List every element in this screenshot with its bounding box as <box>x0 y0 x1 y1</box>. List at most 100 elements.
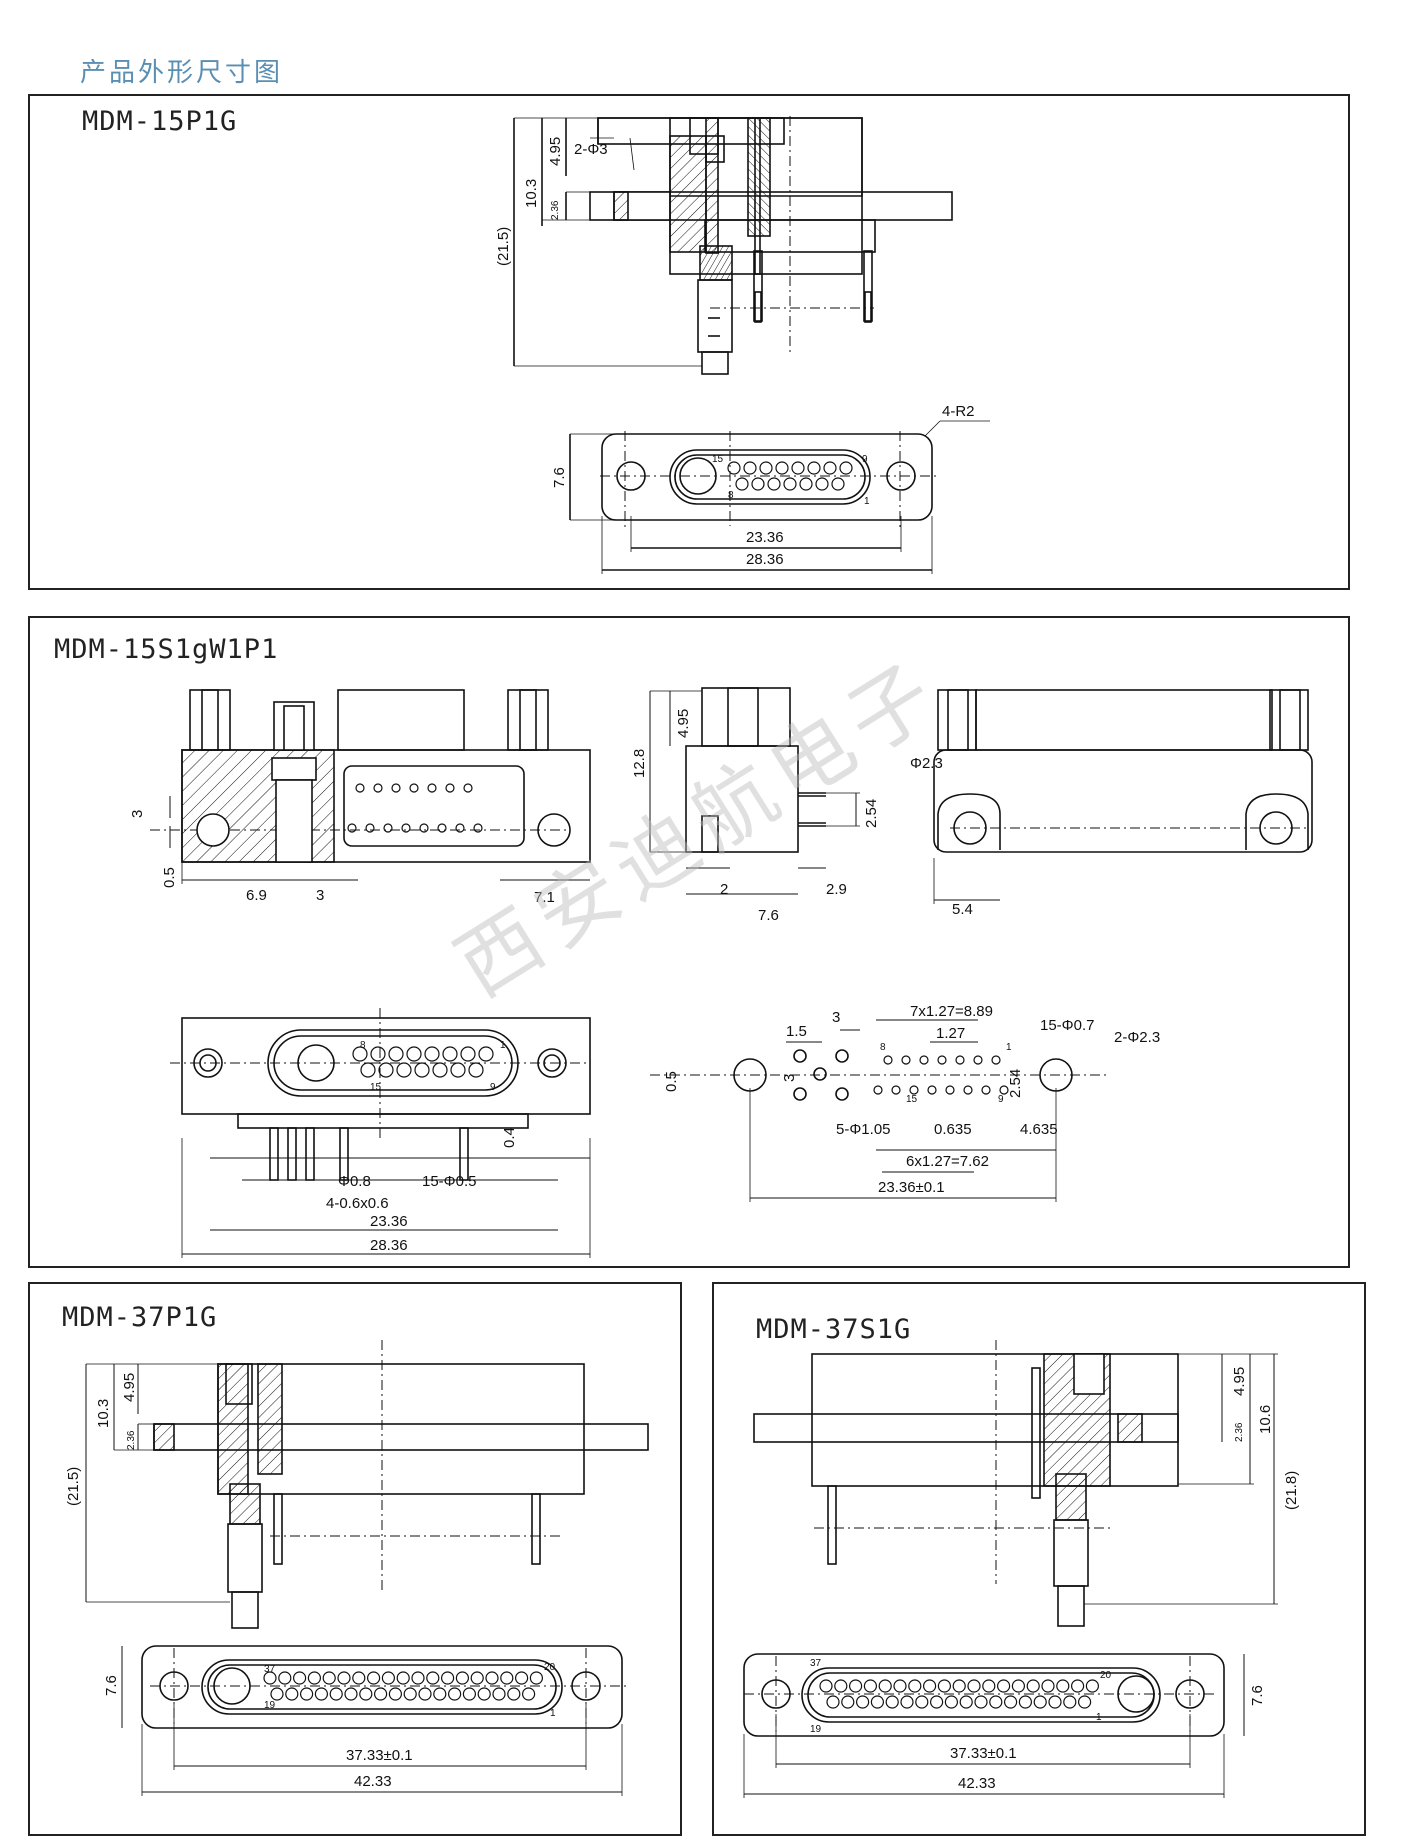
pin <box>900 1695 914 1709</box>
pin <box>507 1687 521 1701</box>
pin <box>409 783 419 793</box>
pin-label-1: 1 <box>1096 1712 1102 1723</box>
pin <box>955 1055 965 1065</box>
pin-array <box>727 461 853 491</box>
dim-23-36: 23.36 <box>370 1213 408 1230</box>
pin <box>1085 1679 1099 1693</box>
pin <box>1048 1695 1062 1709</box>
panel-mdm-37p1g: MDM-37P1G <box>28 1282 682 1836</box>
pin <box>448 1687 462 1701</box>
pin <box>462 1687 476 1701</box>
pin <box>485 1671 499 1685</box>
dim-7-6: 7.6 <box>551 467 568 488</box>
dim-2-phi3: 2-Φ3 <box>574 141 608 158</box>
pin <box>432 1062 448 1078</box>
pin-label-1a: 1 <box>500 1040 506 1051</box>
pin <box>433 1687 447 1701</box>
pin <box>823 461 837 475</box>
pin <box>468 1062 484 1078</box>
pin <box>834 1679 848 1693</box>
pin <box>370 1046 386 1062</box>
rear-view <box>933 689 1313 853</box>
pin-label-15a: 15 <box>370 1082 382 1093</box>
pin <box>863 1679 877 1693</box>
pin-label-9a: 9 <box>490 1082 496 1093</box>
pin <box>442 1046 458 1062</box>
pin <box>799 477 813 491</box>
dim-6x1-27: 6x1.27=7.62 <box>906 1153 989 1170</box>
pin <box>831 477 845 491</box>
pin <box>411 1671 425 1685</box>
dim-15-phi0-5: 15-Φ0.5 <box>422 1173 477 1190</box>
pin <box>767 477 781 491</box>
bottom-front-view <box>181 1017 591 1181</box>
pin <box>982 1679 996 1693</box>
pin <box>477 1687 491 1701</box>
pin <box>743 461 757 475</box>
pin <box>1018 1695 1032 1709</box>
pin <box>1004 1695 1018 1709</box>
dim-7-6: 7.6 <box>1249 1685 1266 1706</box>
dim-28-36: 28.36 <box>746 551 784 568</box>
pin <box>759 461 773 475</box>
dim-4-95: 4.95 <box>121 1373 138 1402</box>
pin <box>278 1671 292 1685</box>
pin <box>1071 1679 1085 1693</box>
dim-12-8: 12.8 <box>631 749 648 778</box>
pin <box>945 1085 955 1095</box>
page-heading: 产品外形尺寸图 <box>80 58 284 88</box>
pin <box>450 1062 466 1078</box>
pin <box>383 823 393 833</box>
pin <box>981 1085 991 1095</box>
pin <box>365 823 375 833</box>
pin <box>919 1055 929 1065</box>
pin <box>908 1679 922 1693</box>
dim-1-27: 1.27 <box>936 1025 965 1042</box>
pin <box>873 1085 883 1095</box>
pin <box>963 1085 973 1095</box>
dim-phi2-3: Φ2.3 <box>910 755 943 772</box>
side-view <box>753 1353 1179 1627</box>
pin <box>307 1671 321 1685</box>
pin <box>878 1679 892 1693</box>
pin <box>791 461 805 475</box>
pin <box>359 1687 373 1701</box>
pin <box>1063 1695 1077 1709</box>
pin <box>322 1671 336 1685</box>
pin <box>367 1671 381 1685</box>
dim-2-36: 2.36 <box>126 1430 137 1450</box>
pin <box>893 1679 907 1693</box>
pin <box>314 1687 328 1701</box>
dim-0-635: 0.635 <box>934 1121 972 1138</box>
pin <box>783 477 797 491</box>
dim-21-5: (21.5) <box>65 1467 82 1506</box>
pin-label-8a: 8 <box>360 1040 366 1051</box>
pin <box>930 1695 944 1709</box>
panel-title: MDM-15S1gW1P1 <box>54 634 279 665</box>
pin <box>352 1046 368 1062</box>
pin <box>915 1695 929 1709</box>
pin-layout-array <box>873 1055 1009 1095</box>
pin <box>285 1687 299 1701</box>
side-view <box>589 117 953 375</box>
pin <box>991 1055 1001 1065</box>
pin <box>727 461 741 475</box>
pin <box>300 1687 314 1701</box>
dim-2-phi2-3: 2-Φ2.3 <box>1114 1029 1160 1046</box>
pin-label-37: 37 <box>264 1664 276 1675</box>
panel-title: MDM-37S1G <box>756 1314 912 1345</box>
pin <box>378 1062 394 1078</box>
pin-label-1: 1 <box>550 1708 556 1719</box>
pin <box>989 1695 1003 1709</box>
dim-7-1: 7.1 <box>534 889 555 906</box>
pin-label-15: 15 <box>712 454 724 465</box>
pin <box>839 461 853 475</box>
dim-7-6: 7.6 <box>758 907 779 924</box>
dim-10-3: 10.3 <box>523 179 540 208</box>
pin <box>492 1687 506 1701</box>
pin <box>401 823 411 833</box>
pin-row-bottom <box>347 823 483 833</box>
pin <box>944 1695 958 1709</box>
pin <box>373 783 383 793</box>
pin <box>1056 1679 1070 1693</box>
